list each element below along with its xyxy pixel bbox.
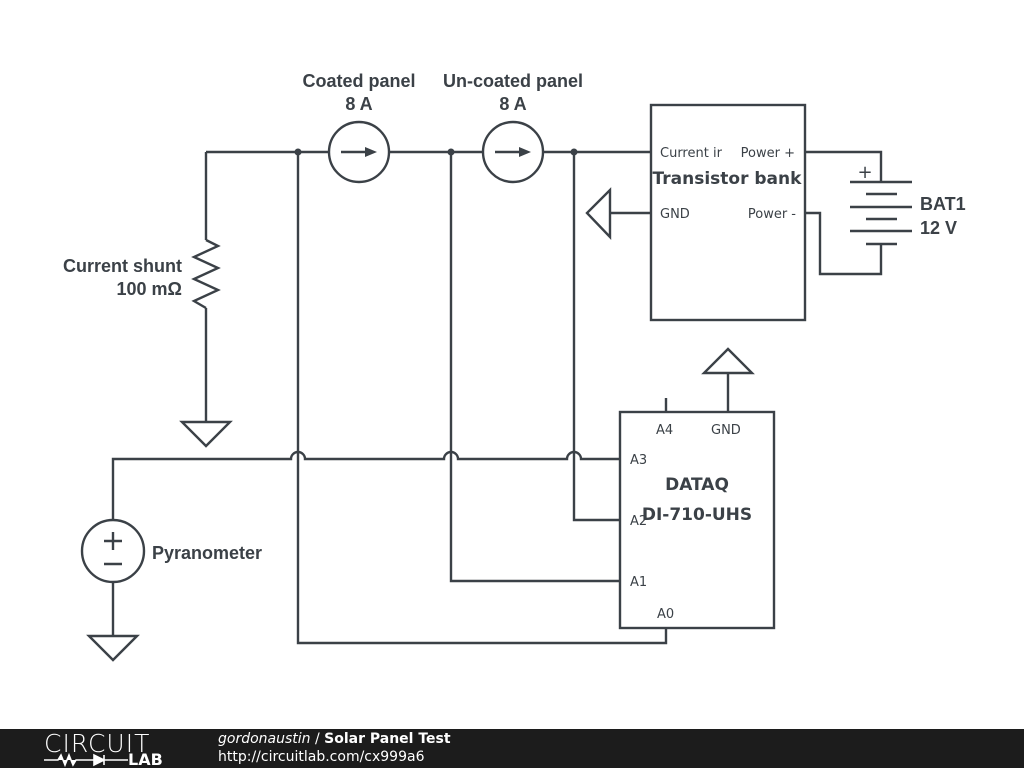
shunt-value: 100 mΩ bbox=[117, 279, 182, 299]
pin-a1: A1 bbox=[630, 575, 647, 590]
dataq-title: DATAQ bbox=[665, 475, 729, 495]
resistor-shunt[interactable] bbox=[191, 238, 221, 310]
pin-gnd-transistor: GND bbox=[660, 207, 690, 222]
circuit-url[interactable]: http://circuitlab.com/cx999a6 bbox=[218, 749, 425, 765]
junction-dots bbox=[294, 148, 578, 156]
wires bbox=[111, 150, 883, 645]
battery-value: 12 V bbox=[920, 218, 957, 238]
coated-panel-value: 8 A bbox=[345, 94, 372, 114]
pin-current-in: Current ir bbox=[660, 146, 723, 161]
battery-bat1[interactable]: + bbox=[850, 162, 912, 246]
dataq-box[interactable] bbox=[618, 410, 776, 630]
uncoated-panel-value: 8 A bbox=[499, 94, 526, 114]
shunt-label: Current shunt bbox=[63, 256, 182, 276]
voltage-source-pyranometer[interactable] bbox=[80, 518, 146, 584]
current-source-coated[interactable] bbox=[327, 120, 391, 184]
pin-a2: A2 bbox=[630, 514, 647, 529]
ground-symbol-transistor bbox=[585, 187, 612, 240]
battery-label: BAT1 bbox=[920, 194, 966, 214]
ground-symbol-dataq bbox=[701, 347, 755, 375]
pyranometer-label: Pyranometer bbox=[152, 543, 262, 563]
ground-symbol-shunt bbox=[179, 420, 233, 448]
battery-plus-sign: + bbox=[857, 162, 872, 183]
ground-symbol-pyranometer bbox=[86, 634, 140, 662]
logo-lab-text: LAB bbox=[128, 750, 163, 769]
separator: / bbox=[310, 731, 325, 747]
coated-panel-label: Coated panel bbox=[302, 71, 415, 91]
circuitlab-logo[interactable]: CIRCUIT bbox=[44, 729, 151, 758]
uncoated-panel-label: Un-coated panel bbox=[443, 71, 583, 91]
pin-a3: A3 bbox=[630, 453, 647, 468]
footer-title-line: gordonaustin / Solar Panel Test bbox=[218, 731, 451, 747]
footer-bar: CIRCUIT LAB gordonaustin / Solar Panel T… bbox=[0, 729, 1024, 769]
transistor-bank-box[interactable] bbox=[649, 103, 807, 322]
circuit-title: Solar Panel Test bbox=[324, 731, 451, 747]
pin-a4: A4 bbox=[656, 423, 673, 438]
pin-a0: A0 bbox=[657, 607, 674, 622]
pin-power-minus: Power - bbox=[748, 207, 796, 222]
author-link[interactable]: gordonaustin bbox=[218, 731, 311, 747]
resistor-diode-logo-icon bbox=[44, 753, 128, 767]
current-source-uncoated[interactable] bbox=[481, 120, 545, 184]
schematic: + Coated panel 8 A Un-coated panel 8 A C… bbox=[63, 71, 966, 662]
dataq-model: DI-710-UHS bbox=[642, 505, 752, 525]
pin-power-plus: Power + bbox=[741, 146, 795, 161]
pin-gnd-dataq: GND bbox=[711, 423, 741, 438]
transistor-bank-title: Transistor bank bbox=[653, 169, 803, 189]
